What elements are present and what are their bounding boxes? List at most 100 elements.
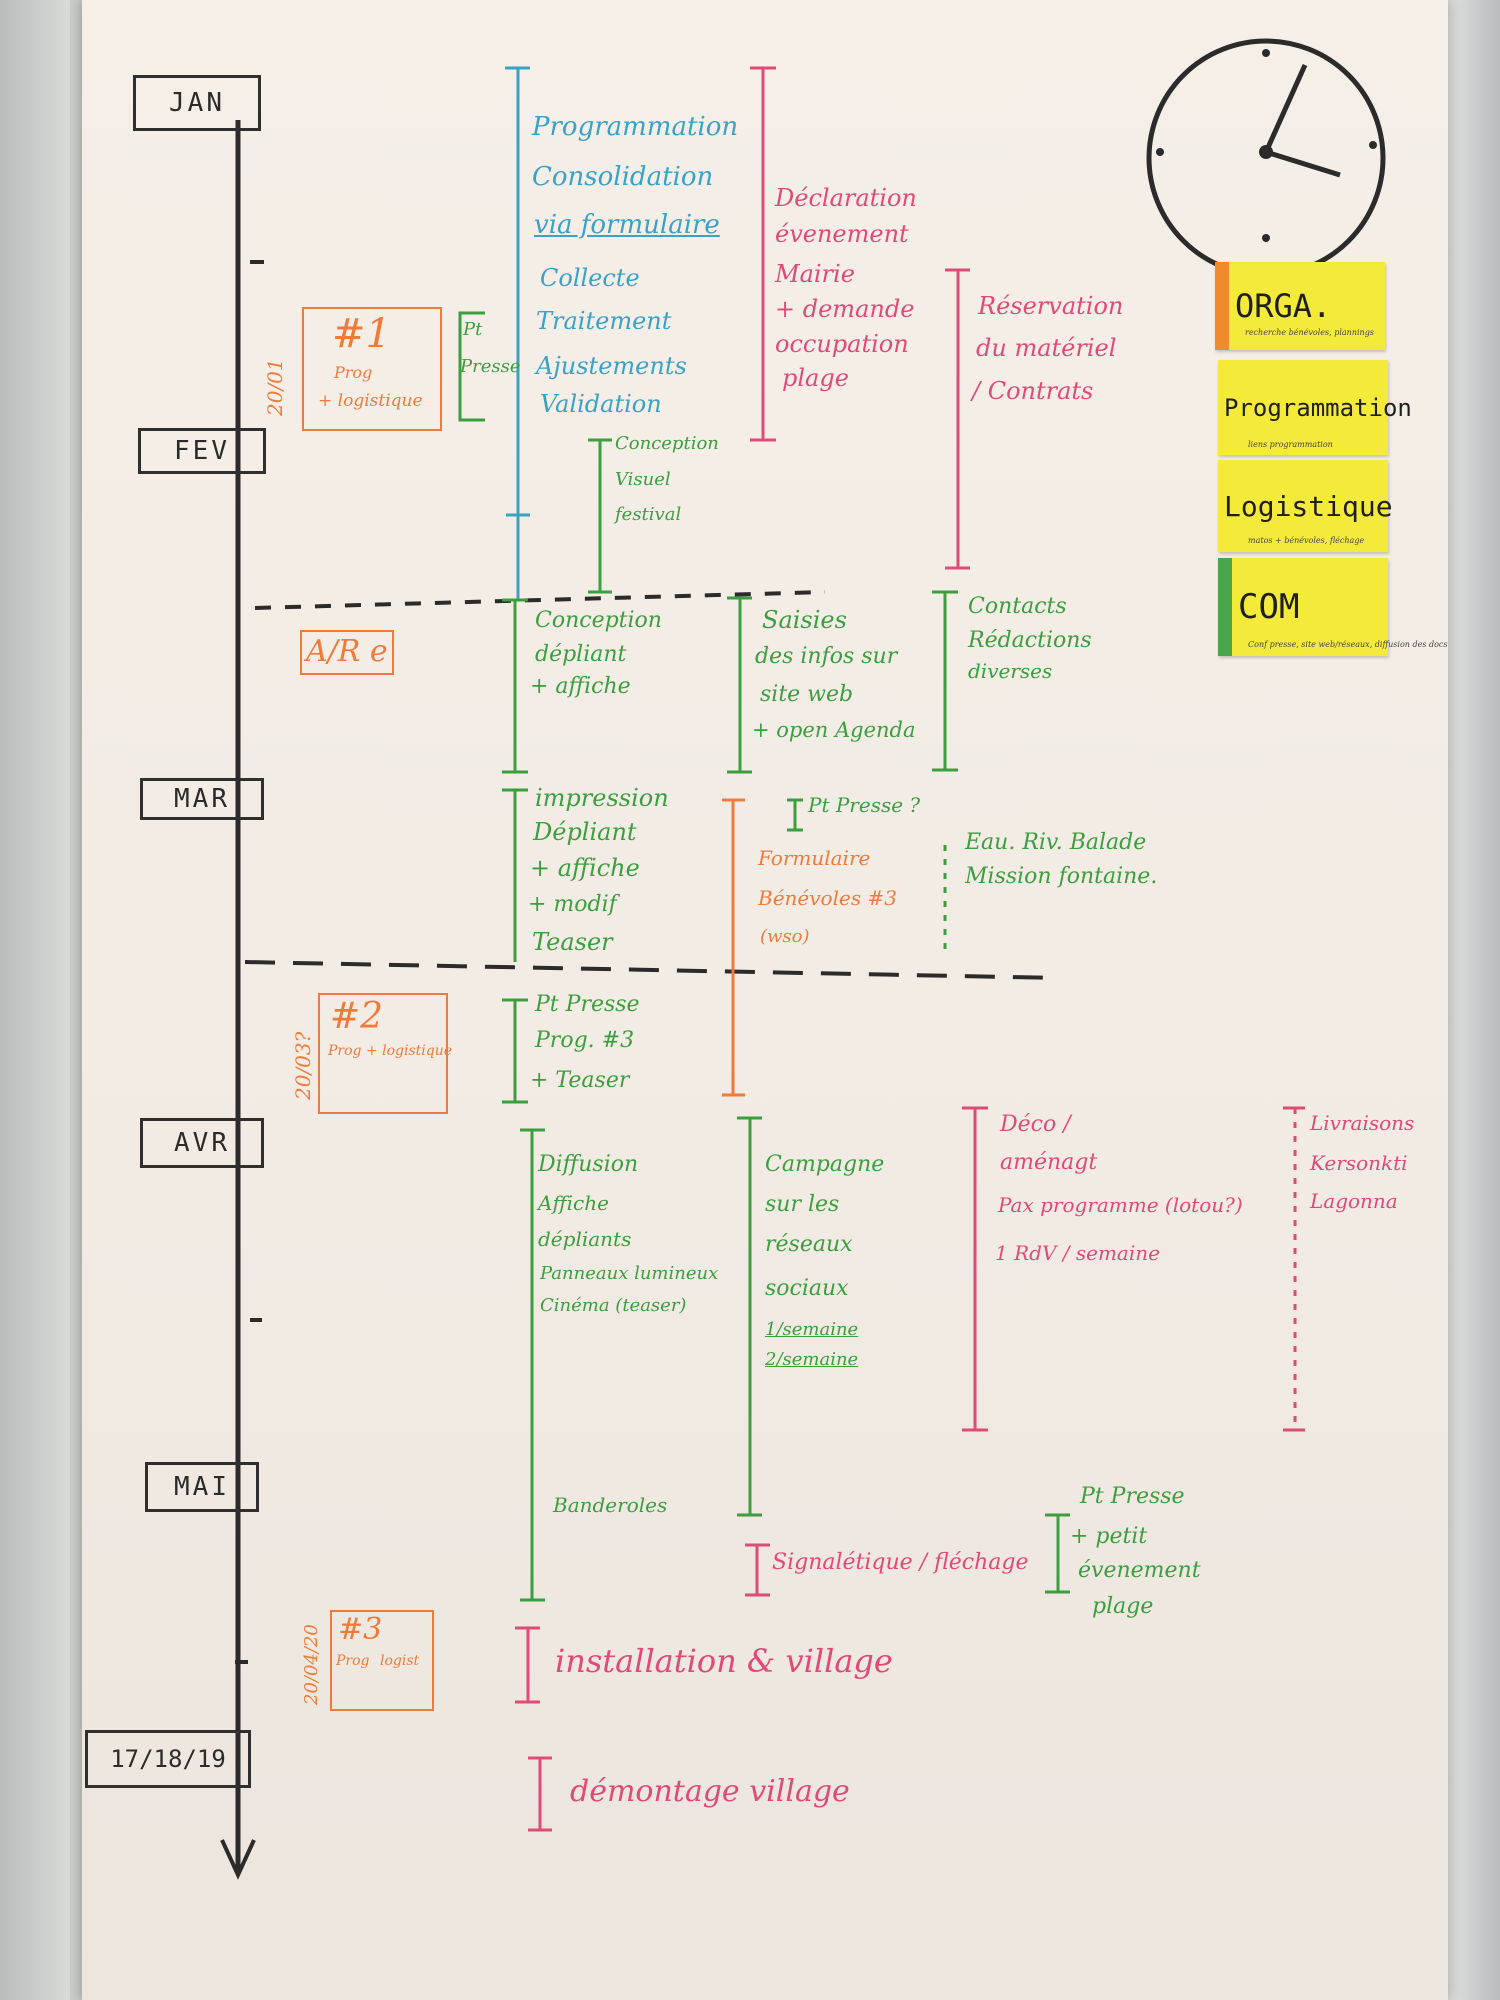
saisies-line-3: site web xyxy=(760,682,854,707)
blue-item-1: Programmation xyxy=(532,112,739,142)
eau-line-1: Eau. Riv. Balade xyxy=(965,830,1147,855)
meeting-3-line-2: logist xyxy=(380,1653,420,1669)
blue-item-3: via formulaire xyxy=(534,210,720,240)
orga-color-tab xyxy=(1215,262,1229,350)
legend-orga-label: ORGA. xyxy=(1235,287,1332,325)
meeting-1-line-2: + logistique xyxy=(318,391,423,411)
signaletique: Signalétique / fléchage xyxy=(772,1550,1029,1575)
legend-orga-note: recherche bénévoles, plannings xyxy=(1245,328,1374,337)
diffusion-line-1: Diffusion xyxy=(538,1152,639,1177)
legend-programmation-label: Programmation xyxy=(1224,393,1412,422)
com-color-tab xyxy=(1218,558,1232,656)
impression-line-1: impression xyxy=(535,784,669,812)
legend-logistique: Logistique matos + bénévoles, fléchage xyxy=(1218,460,1393,552)
campagne-line-1: Campagne xyxy=(765,1152,885,1177)
clock-icon xyxy=(1146,38,1386,278)
meeting-2-number: #2 xyxy=(330,996,384,1037)
livraisons-line-3: Lagonna xyxy=(1310,1189,1398,1213)
deco-line-2: aménagt xyxy=(1000,1150,1098,1175)
pt-presse-prog-line-1: Pt Presse xyxy=(535,992,640,1017)
legend-logistique-label: Logistique xyxy=(1224,489,1393,523)
wall-left xyxy=(0,0,70,2000)
meeting-1-box xyxy=(302,307,442,431)
meeting-3-number: #3 xyxy=(338,1612,383,1647)
legend-logistique-note: matos + bénévoles, fléchage xyxy=(1248,536,1365,545)
banderoles: Banderoles xyxy=(553,1493,668,1517)
diffusion-line-5: Cinéma (teaser) xyxy=(540,1295,687,1316)
diffusion-line-4: Panneaux lumineux xyxy=(540,1263,719,1284)
conception-visuel-line-2: Visuel xyxy=(615,469,671,490)
legend-orga: ORGA. recherche bénévoles, plannings xyxy=(1215,262,1385,350)
meeting-1-line-1: Prog xyxy=(334,363,373,382)
contacts-line-1: Contacts xyxy=(968,594,1067,619)
saisies-line-2: des infos sur xyxy=(755,644,898,669)
diffusion-line-3: dépliants xyxy=(538,1227,632,1251)
blue-item-5: Traitement xyxy=(536,307,672,335)
impression-line-2: Dépliant xyxy=(533,818,637,846)
deco-line-4: 1 RdV / semaine xyxy=(995,1241,1160,1265)
reservation-line-1: Réservation xyxy=(978,292,1124,320)
separator-1 xyxy=(254,590,826,610)
legend-com: COM Conf presse, site web/réseaux, diffu… xyxy=(1218,558,1447,656)
separator-2 xyxy=(244,960,1061,980)
livraisons-line-2: Kersonkti xyxy=(1310,1151,1408,1175)
pt-presse-1-line-2: Presse xyxy=(460,356,521,377)
conception-depliant-line-1: Conception xyxy=(535,608,662,633)
month-mar: MAR xyxy=(140,778,264,820)
livraisons-line-1: Livraisons xyxy=(1310,1111,1415,1135)
meeting-3-line-1: Prog xyxy=(336,1653,370,1669)
meeting-2-box xyxy=(318,993,448,1114)
conception-depliant-line-3: + affiche xyxy=(530,674,631,699)
declaration-line-1: Déclaration xyxy=(775,184,917,212)
declaration-line-3: Mairie xyxy=(775,260,855,288)
month-mai: MAI xyxy=(145,1462,259,1512)
meeting-3-box xyxy=(330,1610,434,1711)
month-fev: FEV xyxy=(138,428,266,474)
formulaire-line-2: Bénévoles #3 xyxy=(758,886,897,910)
formulaire-line-1: Formulaire xyxy=(758,846,871,870)
impression-line-3: + affiche xyxy=(530,854,640,882)
pt-presse-final-line-1: Pt Presse xyxy=(1080,1484,1185,1509)
wall-right xyxy=(1440,0,1500,2000)
legend-com-label: COM xyxy=(1238,587,1300,627)
installation-village: installation & village xyxy=(555,1642,893,1680)
campagne-line-4: sociaux xyxy=(765,1276,849,1301)
saisies-line-1: Saisies xyxy=(762,606,847,634)
blue-item-6: Ajustements xyxy=(536,352,687,380)
pt-presse-final-line-4: plage xyxy=(1092,1594,1154,1619)
timeline-ticks xyxy=(235,260,264,1664)
declaration-line-6: plage xyxy=(782,364,849,392)
pt-presse-final-line-3: évenement xyxy=(1078,1558,1201,1583)
campagne-line-5: 1/semaine xyxy=(765,1319,859,1340)
campagne-line-2: sur les xyxy=(765,1192,840,1217)
eau-line-2: Mission fontaine. xyxy=(965,864,1158,889)
meeting-2-date: 20/03? xyxy=(291,1031,315,1100)
conception-depliant-line-2: dépliant xyxy=(535,642,627,667)
declaration-line-2: évenement xyxy=(775,220,909,248)
campagne-line-6: 2/semaine xyxy=(765,1349,859,1370)
pt-presse-question: Pt Presse ? xyxy=(808,793,921,817)
pt-presse-1-line-1: Pt xyxy=(463,319,483,340)
diffusion-line-2: Affiche xyxy=(538,1191,609,1215)
impression-line-4: + modif xyxy=(528,892,617,917)
timeline-arrow-icon xyxy=(220,1839,256,1880)
contacts-line-2: Rédactions xyxy=(968,628,1092,653)
blue-item-2: Consolidation xyxy=(532,162,714,192)
meeting-1-date: 20/01 xyxy=(263,358,287,416)
declaration-line-5: occupation xyxy=(775,330,909,358)
pt-presse-final-line-2: + petit xyxy=(1070,1524,1148,1549)
reservation-line-2: du matériel xyxy=(976,334,1117,362)
blue-bracket xyxy=(505,66,530,600)
declaration-line-4: + demande xyxy=(775,295,915,323)
blue-item-4: Collecte xyxy=(540,264,640,292)
campagne-line-3: réseaux xyxy=(765,1232,853,1257)
pt-presse-prog-line-2: Prog. #3 xyxy=(535,1028,635,1053)
contacts-line-3: diverses xyxy=(968,659,1053,683)
saisies-line-4: + open Agenda xyxy=(752,718,916,742)
month-final-dates: 17/18/19 xyxy=(85,1730,251,1788)
blue-item-7: Validation xyxy=(540,390,662,418)
conception-visuel-line-1: Conception xyxy=(615,433,719,454)
meeting-2-line-1: Prog + logistique xyxy=(328,1043,453,1059)
meeting-3-date: 20/04/20 xyxy=(301,1624,322,1705)
